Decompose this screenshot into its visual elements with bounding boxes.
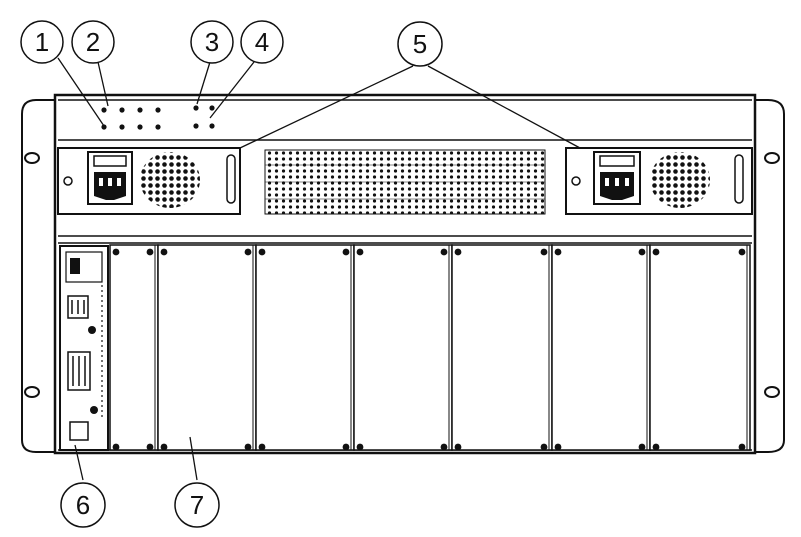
indicator-leds-right xyxy=(193,105,215,129)
right-rack-ear xyxy=(754,99,785,453)
power-switch-icon xyxy=(599,155,635,167)
panel-screw xyxy=(112,248,120,256)
callout-label-5: 5 xyxy=(413,29,427,59)
psu-fan-grill xyxy=(140,152,200,208)
indicator-led xyxy=(119,107,125,113)
callout-1: 1 xyxy=(20,20,64,64)
psu-screw xyxy=(63,176,73,186)
left-rack-ear xyxy=(21,99,56,453)
slot-panel xyxy=(255,244,355,451)
indicator-led xyxy=(155,107,161,113)
indicator-leds-left xyxy=(101,107,161,130)
callout-label-6: 6 xyxy=(76,490,90,520)
panel-screw xyxy=(638,248,646,256)
panel-screw xyxy=(554,248,562,256)
panel-screw xyxy=(146,248,154,256)
psu-handle xyxy=(226,154,236,204)
panel-screw xyxy=(160,248,168,256)
ear-mount-hole xyxy=(24,386,40,398)
callout-2: 2 xyxy=(71,20,115,64)
panel-screw xyxy=(652,443,660,451)
slot-panel xyxy=(451,244,553,451)
panel-screw xyxy=(638,443,646,451)
slot-panel xyxy=(157,244,257,451)
ear-mount-hole xyxy=(24,152,40,164)
panel-screw xyxy=(244,248,252,256)
panel-screw xyxy=(146,443,154,451)
panel-screw xyxy=(160,443,168,451)
slot-panel xyxy=(353,244,453,451)
ear-mount-hole xyxy=(764,386,780,398)
panel-screw xyxy=(244,443,252,451)
callout-3: 3 xyxy=(190,20,234,64)
indicator-led xyxy=(101,107,107,113)
callout-4: 4 xyxy=(240,20,284,64)
indicator-led xyxy=(209,123,215,129)
ear-mount-hole xyxy=(764,152,780,164)
power-supply-right xyxy=(565,147,753,215)
panel-screw xyxy=(356,443,364,451)
psu-fan-grill xyxy=(650,152,710,208)
panel-screw xyxy=(112,443,120,451)
panel-screw xyxy=(356,248,364,256)
panel-screw xyxy=(540,248,548,256)
callout-7: 7 xyxy=(174,482,220,528)
psu-screw xyxy=(571,176,581,186)
panel-screw xyxy=(738,248,746,256)
slot-panel xyxy=(551,244,651,451)
indicator-led xyxy=(193,123,199,129)
leader-lines xyxy=(57,57,581,481)
power-supply-left xyxy=(57,147,241,215)
callout-6: 6 xyxy=(60,482,106,528)
callout-label-4: 4 xyxy=(255,27,269,57)
panel-screw xyxy=(540,443,548,451)
power-switch-icon xyxy=(93,155,127,167)
indicator-led xyxy=(101,124,107,130)
panel-screw xyxy=(258,248,266,256)
slot-panel xyxy=(649,244,751,451)
slot-panels xyxy=(109,244,751,451)
callout-label-2: 2 xyxy=(86,27,100,57)
callout-label-7: 7 xyxy=(190,490,204,520)
indicator-led xyxy=(137,124,143,130)
panel-screw xyxy=(454,443,462,451)
panel-screw xyxy=(258,443,266,451)
indicator-led xyxy=(119,124,125,130)
callout-label-1: 1 xyxy=(35,27,49,57)
panel-screw xyxy=(342,443,350,451)
panel-screw xyxy=(440,248,448,256)
panel-screw xyxy=(738,443,746,451)
module-status-dots xyxy=(101,285,103,417)
callout-5: 5 xyxy=(397,21,443,67)
psu-handle xyxy=(734,154,744,204)
panel-screw xyxy=(454,248,462,256)
panel-screw xyxy=(652,248,660,256)
panel-screw xyxy=(342,248,350,256)
panel-screw xyxy=(440,443,448,451)
indicator-led xyxy=(209,105,215,111)
management-module xyxy=(59,245,109,451)
panel-screw xyxy=(554,443,562,451)
indicator-led xyxy=(137,107,143,113)
slot-panel xyxy=(109,244,159,451)
indicator-led xyxy=(193,105,199,111)
indicator-led xyxy=(155,124,161,130)
callout-label-3: 3 xyxy=(205,27,219,57)
